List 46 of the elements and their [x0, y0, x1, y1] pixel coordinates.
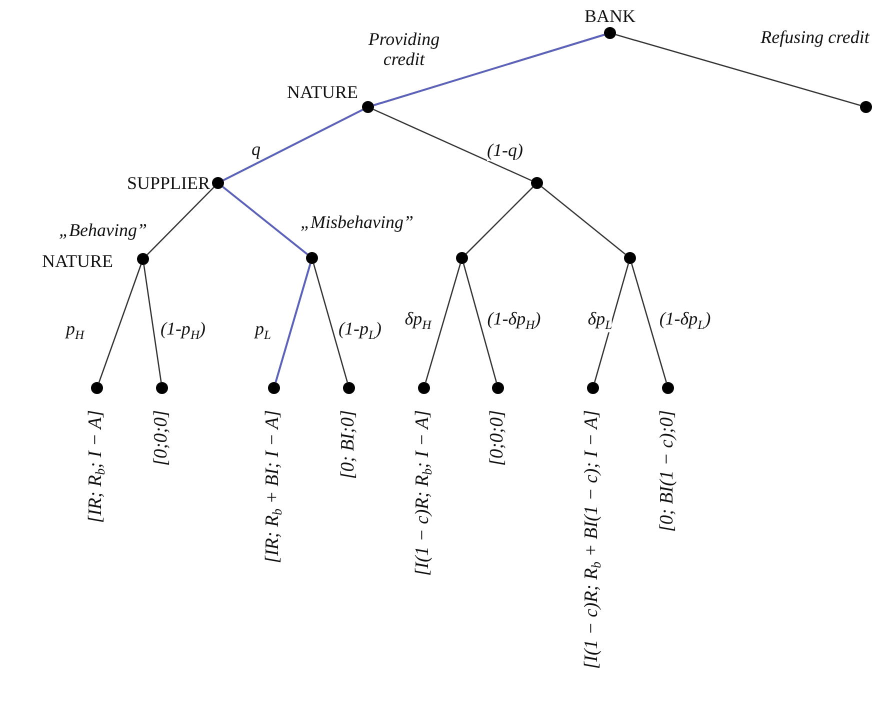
branch-line: [274, 263, 312, 383]
branch-line: [541, 186, 626, 255]
branch-line: [143, 264, 162, 382]
edge-label: „Behaving”: [59, 221, 147, 241]
decision-node: [418, 382, 430, 394]
branch-line: [466, 186, 534, 254]
decision-node: [306, 252, 318, 264]
edge-label: (1-q): [487, 141, 523, 161]
decision-node: [156, 382, 168, 394]
decision-node: [91, 382, 103, 394]
decision-node: [137, 253, 149, 265]
decision-node: [624, 252, 636, 264]
decision-node: [456, 252, 468, 264]
edge-label: „Misbehaving”: [300, 213, 414, 233]
branch-line: [222, 186, 308, 256]
payoff-vector: [0;0;0]: [152, 410, 172, 466]
decision-node: [212, 177, 224, 189]
payoff-vector: [0; BI(1 − c);0]: [658, 410, 678, 532]
branch-line: [222, 108, 364, 182]
branch-line: [462, 264, 498, 382]
decision-node: [587, 382, 599, 394]
payoff-vector: [0; BI;0]: [338, 410, 360, 480]
branch-line: [146, 186, 214, 256]
decision-node: [604, 27, 616, 39]
player-name: NATURE: [287, 83, 358, 101]
decision-node: [268, 382, 280, 394]
branch-line: [631, 264, 667, 382]
decision-node: [362, 101, 374, 113]
branch-line: [373, 34, 605, 106]
edge-label: δp$_{L}$: [588, 309, 612, 333]
decision-node: [343, 382, 355, 394]
branch-line: [98, 264, 142, 383]
branch-line: [313, 264, 348, 382]
player-name: BANK: [584, 7, 636, 25]
decision-node: [662, 382, 674, 394]
player-name: SUPPLIER: [126, 174, 210, 192]
branch-line: [373, 108, 532, 182]
edge-label: Refusing credit: [760, 28, 870, 48]
branch-line: [594, 264, 629, 382]
decision-node: [860, 101, 872, 113]
decision-node: [492, 382, 504, 394]
branch-line: [425, 264, 461, 382]
branch-line: [616, 34, 860, 106]
payoff-vector: [0;0;0]: [488, 410, 508, 466]
decision-node: [531, 177, 543, 189]
player-name: NATURE: [42, 252, 113, 270]
